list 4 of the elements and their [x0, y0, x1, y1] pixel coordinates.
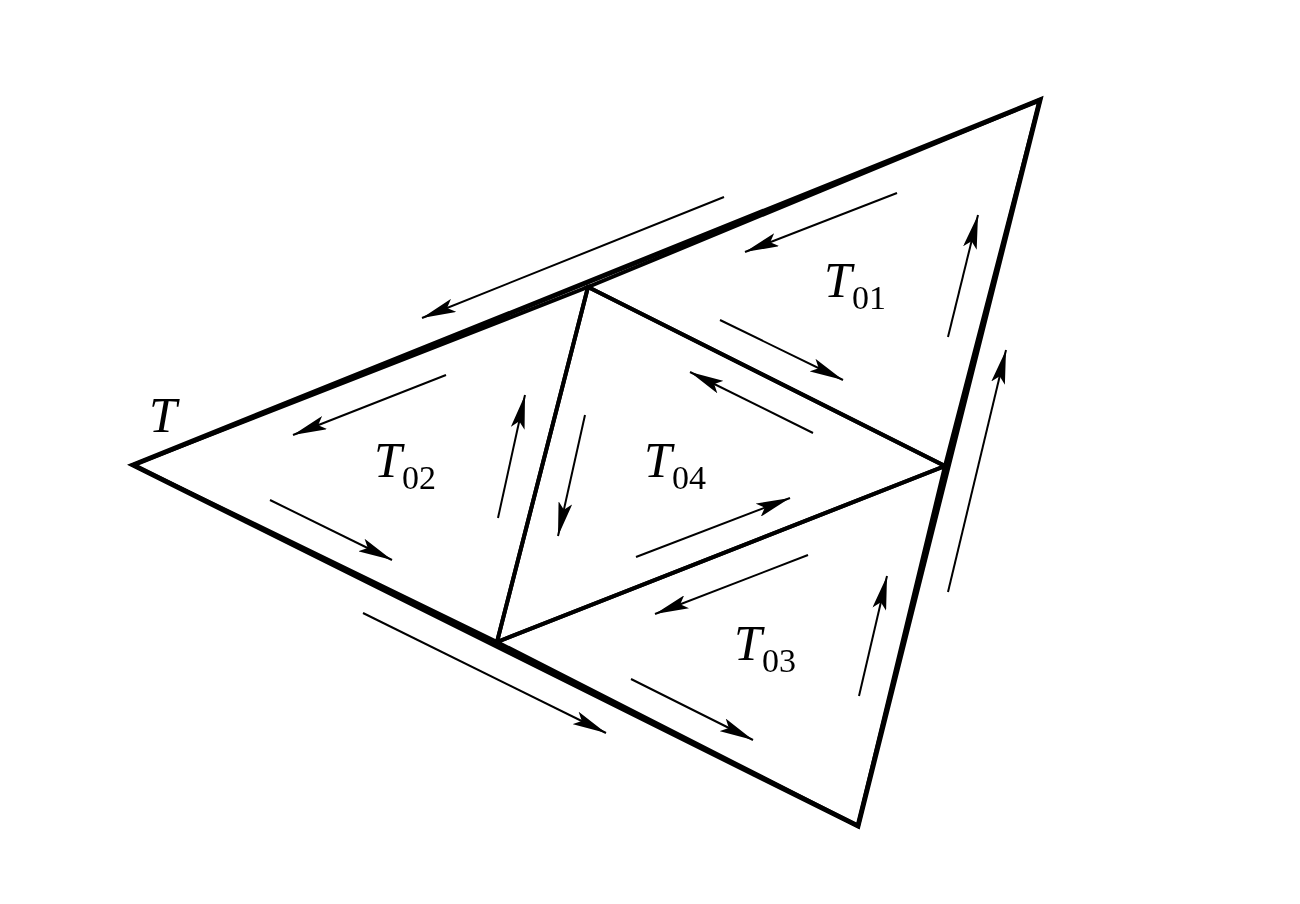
triangle-label: T$_{01}$	[824, 255, 886, 315]
triangle-label: T$_{04}$	[644, 435, 706, 495]
triangle-label: T$_{02}$	[374, 435, 436, 495]
triangle-label: T$_{03}$	[734, 618, 796, 678]
